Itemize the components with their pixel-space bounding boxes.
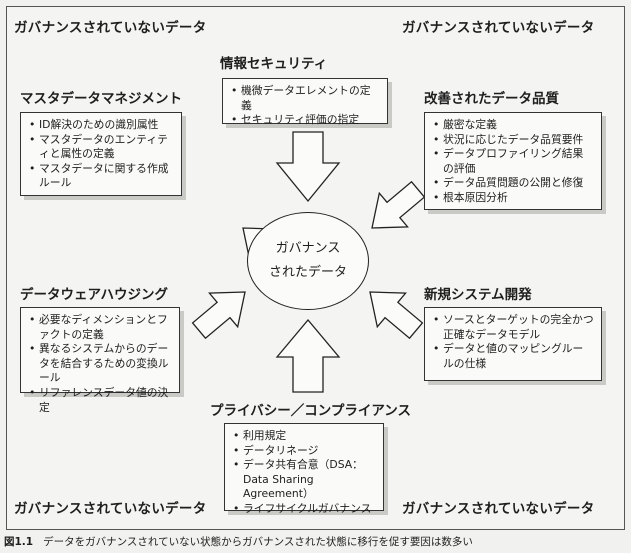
arrow-from-privacy <box>275 318 341 393</box>
security-title: 情報セキュリティ <box>220 56 328 72</box>
privacy-title: プライバシー／コンプライアンス <box>210 403 412 419</box>
newsys-box: ソースとターゲットの完全かつ正確なデータモデル データと値のマッピングルールの仕… <box>424 307 602 381</box>
quality-item: 根本原因分析 <box>433 191 594 206</box>
quality-item: 状況に応じたデータ品質要件 <box>433 133 594 148</box>
mdm-title: マスタデータマネジメント <box>20 91 182 107</box>
governed-data-node: ガバナンス されたデータ <box>247 212 369 310</box>
corner-label-top-right: ガバナンスされていないデータ <box>402 20 595 36</box>
privacy-box: 利用規定 データリネージ データ共有合意（DSA：Data Sharing Ag… <box>224 423 384 516</box>
quality-item: 厳密な定義 <box>433 118 594 133</box>
security-item: セキュリティ評価の指定 <box>231 113 380 128</box>
quality-item: データプロファイリング結果の評価 <box>433 147 594 176</box>
newsys-item: ソースとターゲットの完全かつ正確なデータモデル <box>433 313 594 342</box>
dwh-item: リファレンスデータ値の決定 <box>29 386 172 415</box>
arrow-from-dwh <box>191 291 246 340</box>
privacy-item: ライフサイクルガバナンス <box>233 502 376 517</box>
corner-label-bottom-left: ガバナンスされていないデータ <box>14 501 207 517</box>
quality-title: 改善されたデータ品質 <box>424 91 559 107</box>
mdm-box: ID解決のための識別属性 マスタデータのエンティティと属性の定義 マスタデータに… <box>20 112 182 196</box>
dwh-item: 異なるシステムからのデータを結合するための変換ルール <box>29 342 172 386</box>
corner-label-bottom-right: ガバナンスされていないデータ <box>402 501 595 517</box>
quality-box: 厳密な定義 状況に応じたデータ品質要件 データプロファイリング結果の評価 データ… <box>424 112 602 210</box>
arrow-from-quality <box>371 180 426 229</box>
dwh-title: データウェアハウジング <box>20 287 168 303</box>
privacy-item: 利用規定 <box>233 429 376 444</box>
newsys-item: データと値のマッピングルールの仕様 <box>433 342 594 371</box>
corner-label-top-left: ガバナンスされていないデータ <box>14 20 207 36</box>
newsys-title: 新規システム開発 <box>424 287 532 303</box>
mdm-item: マスタデータに関する作成ルール <box>29 162 174 191</box>
mdm-item: マスタデータのエンティティと属性の定義 <box>29 133 174 162</box>
security-item: 機微データエレメントの定義 <box>231 84 380 113</box>
dwh-box: 必要なディメンションとファクトの定義 異なるシステムからのデータを結合するための… <box>20 307 180 414</box>
figure-caption-text: データをガバナンスされていない状態からガバナンスされた状態に移行を促す要因は数多… <box>43 536 473 548</box>
center-label-line1: ガバナンス <box>275 241 341 256</box>
security-box: 機微データエレメントの定義 セキュリティ評価の指定 <box>222 78 388 127</box>
arrow-from-security <box>275 131 341 203</box>
privacy-item: データリネージ <box>233 444 376 459</box>
center-label-line2: されたデータ <box>268 265 347 280</box>
arrow-from-newsys <box>369 291 424 340</box>
mdm-item: ID解決のための識別属性 <box>29 118 174 133</box>
figure-number: 図1.1 <box>4 536 34 548</box>
dwh-item: 必要なディメンションとファクトの定義 <box>29 313 172 342</box>
quality-item: データ品質問題の公開と修復 <box>433 176 594 191</box>
figure-caption: 図1.1 データをガバナンスされていない状態からガバナンスされた状態に移行を促す要… <box>4 534 473 549</box>
privacy-item: データ共有合意（DSA：Data Sharing Agreement） <box>233 458 376 502</box>
